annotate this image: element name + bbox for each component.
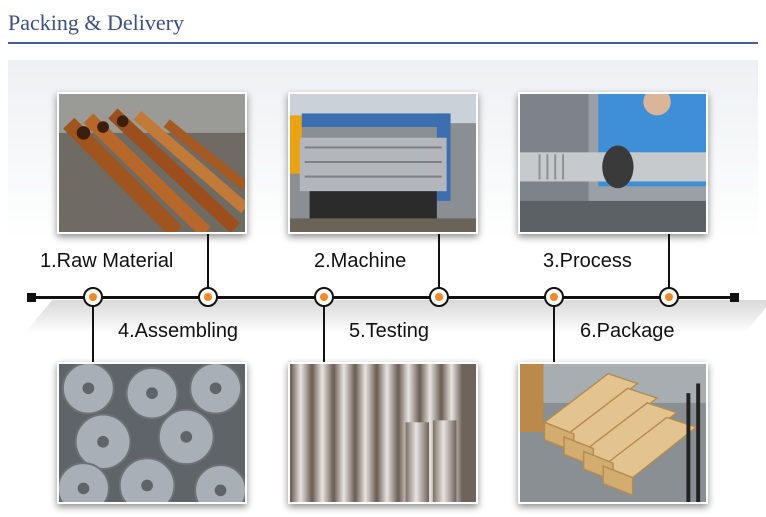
connector-step-6 bbox=[553, 306, 555, 362]
timeline-node-4 bbox=[83, 287, 103, 307]
timeline-end-cap bbox=[730, 293, 739, 302]
timeline-start-cap bbox=[27, 293, 36, 302]
steel-rods-photo bbox=[288, 362, 478, 504]
timeline-node-5 bbox=[314, 287, 334, 307]
step-label-package: 6.Package bbox=[580, 320, 675, 342]
connector-step-2 bbox=[438, 234, 440, 288]
connector-step-5 bbox=[323, 306, 325, 362]
worker-process-photo bbox=[518, 92, 708, 234]
page-header: Packing & Delivery bbox=[0, 0, 766, 46]
timeline-axis bbox=[32, 296, 734, 299]
connector-step-1 bbox=[207, 234, 209, 288]
page-title: Packing & Delivery bbox=[8, 10, 184, 35]
step-label-assembling: 4.Assembling bbox=[118, 320, 239, 342]
step-label-raw-material: 1.Raw Material bbox=[40, 250, 174, 272]
timeline-node-1 bbox=[198, 287, 218, 307]
timeline-node-3 bbox=[659, 287, 679, 307]
connector-step-3 bbox=[668, 234, 670, 288]
timeline-node-6 bbox=[544, 287, 564, 307]
wooden-crates-photo bbox=[518, 362, 708, 504]
metal-flanges-photo bbox=[57, 362, 247, 504]
step-label-process: 3.Process bbox=[543, 250, 632, 272]
cnc-machine-photo bbox=[288, 92, 478, 234]
step-label-machine: 2.Machine bbox=[314, 250, 407, 272]
steel-pipes-photo bbox=[57, 92, 247, 234]
connector-step-4 bbox=[92, 306, 94, 362]
timeline-node-2 bbox=[429, 287, 449, 307]
step-label-testing: 5.Testing bbox=[349, 320, 430, 342]
header-divider bbox=[8, 42, 758, 44]
